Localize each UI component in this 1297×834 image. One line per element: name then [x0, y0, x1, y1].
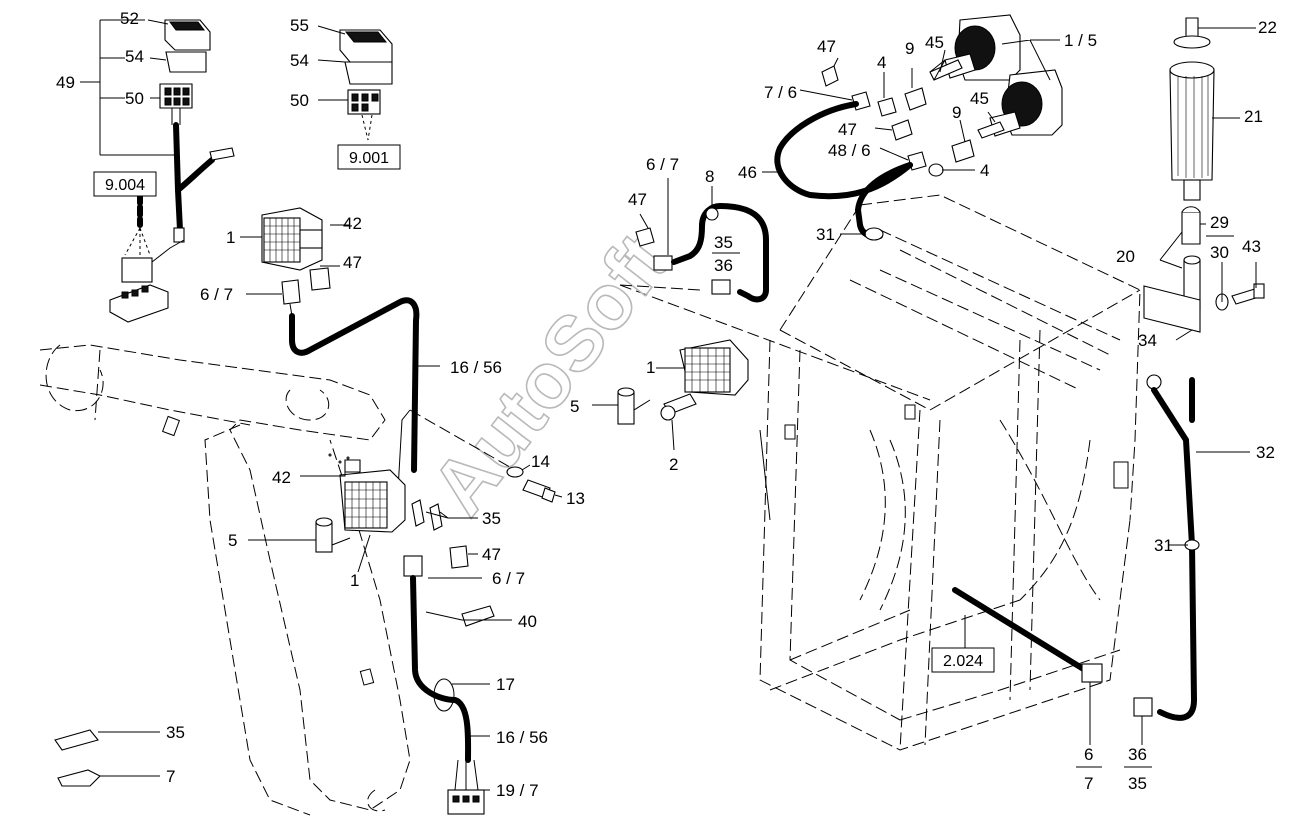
- callout: 52: [120, 9, 139, 28]
- callout: 1: [226, 228, 235, 247]
- fraction-callout-36-35: 36 35: [1124, 745, 1152, 793]
- switch-assembly-9001: [339, 29, 393, 141]
- ref-box-9004: 9.004: [93, 171, 157, 197]
- beacon-assembly: [1143, 17, 1265, 333]
- callout: 47: [343, 253, 362, 272]
- svg-text:9.004: 9.004: [105, 177, 145, 194]
- callout: 47: [817, 37, 836, 56]
- svg-text:35: 35: [1128, 774, 1147, 793]
- work-lamp-centre: [679, 339, 749, 396]
- callout: 1: [646, 358, 655, 377]
- svg-text:6: 6: [1084, 745, 1093, 764]
- callout: 14: [531, 452, 550, 471]
- callout: 20: [1116, 247, 1135, 266]
- callout: 34: [1138, 331, 1157, 350]
- callout: 45: [970, 89, 989, 108]
- callout: 22: [1258, 18, 1277, 37]
- callout: 6 / 7: [646, 155, 679, 174]
- callout-labels: 52 54 49 50 55 54 50 1 42 47 6 / 7 16 / …: [56, 9, 1277, 800]
- loader-arm: [39, 344, 411, 816]
- callout: 50: [125, 89, 144, 108]
- svg-text:2.024: 2.024: [943, 653, 983, 670]
- callout: 13: [566, 489, 585, 508]
- svg-text:35: 35: [714, 233, 733, 252]
- ref-box-9001: 9.001: [337, 144, 401, 170]
- fraction-callout-29-30: 29 30: [1206, 213, 1234, 262]
- callout: 54: [290, 51, 309, 70]
- fraction-callout-35-36: 35 36: [712, 233, 740, 275]
- callout: 6 / 7: [200, 285, 233, 304]
- callout: 9: [952, 103, 961, 122]
- callout: 6 / 7: [492, 569, 525, 588]
- callout: 2: [669, 455, 678, 474]
- callout: 46: [738, 163, 757, 182]
- switch-assembly-9004: [109, 19, 235, 323]
- callout: 45: [925, 33, 944, 52]
- callout: 5: [228, 531, 237, 550]
- callout: 8: [705, 167, 714, 186]
- callout: 1: [350, 571, 359, 590]
- callout: 55: [290, 16, 309, 35]
- callout: 9: [905, 39, 914, 58]
- callout: 7 / 6: [764, 83, 797, 102]
- svg-text:36: 36: [714, 256, 733, 275]
- callout: 32: [1256, 443, 1275, 462]
- callout: 42: [343, 214, 362, 233]
- callout: 4: [980, 161, 989, 180]
- svg-text:29: 29: [1210, 213, 1229, 232]
- svg-text:7: 7: [1084, 774, 1093, 793]
- callout: 47: [482, 545, 501, 564]
- callout: 17: [496, 675, 515, 694]
- callout: 43: [1242, 237, 1261, 256]
- callout: 48 / 6: [828, 141, 871, 160]
- ref-box-2024: 2.024: [931, 647, 995, 673]
- callout: 35: [166, 723, 185, 742]
- callout: 31: [816, 225, 835, 244]
- callout: 42: [272, 468, 291, 487]
- work-lamp-upper-left: [261, 207, 331, 317]
- callout: 40: [518, 612, 537, 631]
- cab-frame: [619, 194, 1141, 751]
- callout: 16 / 56: [496, 728, 548, 747]
- fraction-callout-6-7: 6 7: [1076, 745, 1102, 793]
- callout: 21: [1244, 107, 1263, 126]
- callout: 50: [290, 91, 309, 110]
- callout: 54: [125, 47, 144, 66]
- callout: 5: [570, 397, 579, 416]
- callout: 1 / 5: [1064, 31, 1097, 50]
- callout: 47: [628, 190, 647, 209]
- callout: 4: [877, 53, 886, 72]
- callout: 35: [482, 509, 501, 528]
- callout: 49: [56, 73, 75, 92]
- rear-lamps: [944, 14, 1063, 137]
- callout: 19 / 7: [496, 781, 539, 800]
- svg-text:36: 36: [1128, 745, 1147, 764]
- callout: 7: [166, 767, 175, 786]
- work-lamp-lower-left: [328, 453, 406, 533]
- callout: 47: [838, 120, 857, 139]
- callout: 31: [1154, 536, 1173, 555]
- svg-text:30: 30: [1210, 243, 1229, 262]
- svg-text:9.001: 9.001: [349, 150, 389, 167]
- callout: 16 / 56: [450, 358, 502, 377]
